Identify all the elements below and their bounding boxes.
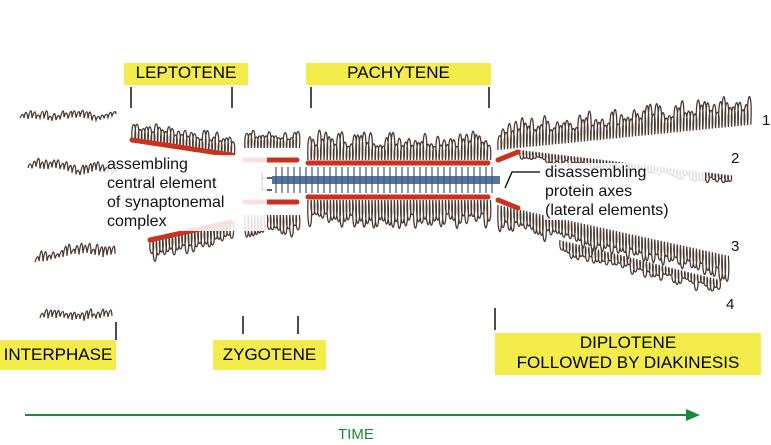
diplotene-loops-4 [559, 239, 722, 292]
interphase-strand-3 [34, 242, 116, 263]
leptotene-upper-axis [129, 137, 235, 158]
chromatin-loops [19, 95, 752, 321]
central-element-bar [272, 176, 500, 184]
diplotene-line-1: DIPLOTENE [579, 333, 677, 352]
central-element [272, 167, 500, 193]
assembling-annotation: assembling central element of synaptonem… [107, 155, 267, 231]
assembling-line-1: assembling [107, 156, 188, 173]
interphase-strand-1 [19, 109, 117, 123]
diplotene-lower-axis [495, 197, 521, 211]
disassembling-line-3: (lateral elements) [545, 202, 669, 219]
assembling-line-3: of synaptonemal [107, 194, 225, 211]
chromatid-number-2: 2 [731, 150, 740, 167]
diplotene-loops-3 [497, 204, 730, 282]
diplotene-line-2: FOLLOWED BY DIAKINESIS [516, 353, 740, 372]
assembling-line-2: central element [107, 175, 217, 192]
pachytene-label: PACHYTENE [306, 63, 491, 85]
zygotene-lower-loops [244, 214, 301, 238]
pachytene-lower-loops [307, 199, 492, 230]
disassembling-annotation: disassembling protein axes (lateral elem… [545, 163, 705, 220]
diplotene-upper-axis [495, 149, 521, 163]
chromatid-number-1: 1 [762, 112, 771, 129]
time-axis-label: TIME [338, 426, 374, 443]
time-arrow-head [686, 409, 700, 421]
leptotene-label: LEPTOTENE [124, 63, 248, 85]
zygotene-upper-loops [244, 129, 301, 149]
chromatid-number-3: 3 [731, 238, 740, 255]
disassembling-line-1: disassembling [545, 164, 647, 181]
pachytene-upper-loops [307, 129, 492, 161]
disassembling-pointer [504, 171, 540, 189]
zygotene-label: ZYGOTENE [213, 340, 326, 370]
diplotene-loops-1 [497, 95, 752, 151]
assembling-line-4: complex [107, 213, 167, 230]
interphase-label: INTERPHASE [0, 340, 116, 370]
protein-axes [129, 137, 521, 243]
diplotene-label: DIPLOTENE FOLLOWED BY DIAKINESIS [495, 333, 761, 375]
interphase-strand-2 [27, 157, 117, 176]
disassembling-line-2: protein axes [545, 183, 633, 200]
stage-tick-marks [115, 87, 540, 340]
interphase-strand-4 [39, 308, 113, 321]
chromatid-number-4: 4 [726, 296, 735, 313]
time-arrow [25, 409, 700, 421]
